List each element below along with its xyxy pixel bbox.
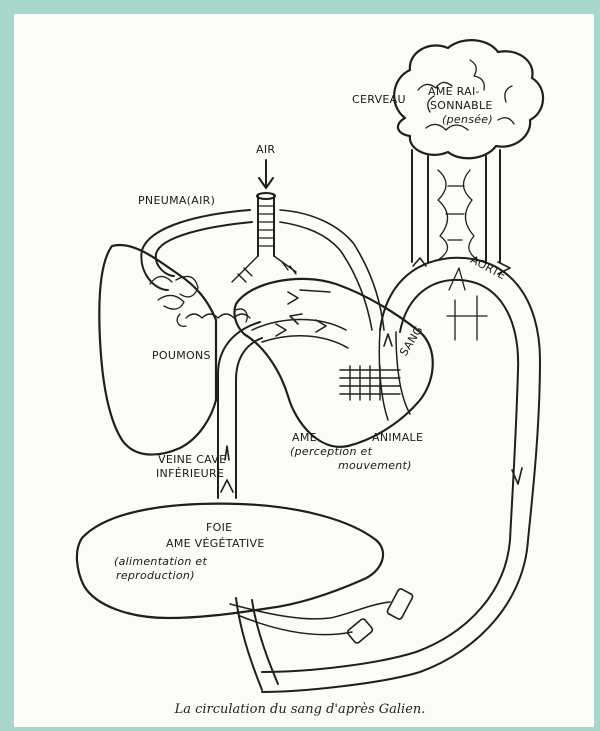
pneuma-vessel — [141, 210, 384, 330]
label-ame-raisonnable-2: SONNABLE — [430, 100, 493, 112]
label-veine-cave-2: INFÉRIEURE — [156, 468, 224, 480]
label-air: AIR — [256, 144, 275, 156]
label-pneuma: PNEUMA(AIR) — [138, 195, 215, 207]
label-pensee: (pensée) — [442, 114, 493, 126]
aorta — [262, 258, 540, 692]
carotid-vessels — [412, 150, 500, 262]
label-ame-animale-1: AME — [292, 432, 317, 444]
label-alimentation-2: reproduction) — [116, 570, 195, 582]
label-ame-raisonnable-1: AME RAI- — [428, 86, 480, 98]
label-perception-2: mouvement) — [338, 460, 412, 472]
figure-caption: La circulation du sang d'après Galien. — [0, 702, 600, 717]
label-veine-cave-1: VEINE CAVE — [158, 454, 226, 466]
label-ame-animale-2: ANIMALE — [372, 432, 423, 444]
inferior-vena-cava — [218, 322, 262, 498]
liver — [77, 504, 414, 690]
label-alimentation-1: (alimentation et — [114, 556, 207, 568]
trachea — [232, 160, 296, 282]
label-foie: FOIE — [206, 522, 232, 534]
label-poumons: POUMONS — [152, 350, 211, 362]
heart — [234, 279, 432, 447]
label-perception-1: (perception et — [290, 446, 372, 458]
label-ame-vegetative: AME VÉGÉTATIVE — [166, 538, 265, 550]
label-cerveau: CERVEAU — [352, 94, 406, 106]
